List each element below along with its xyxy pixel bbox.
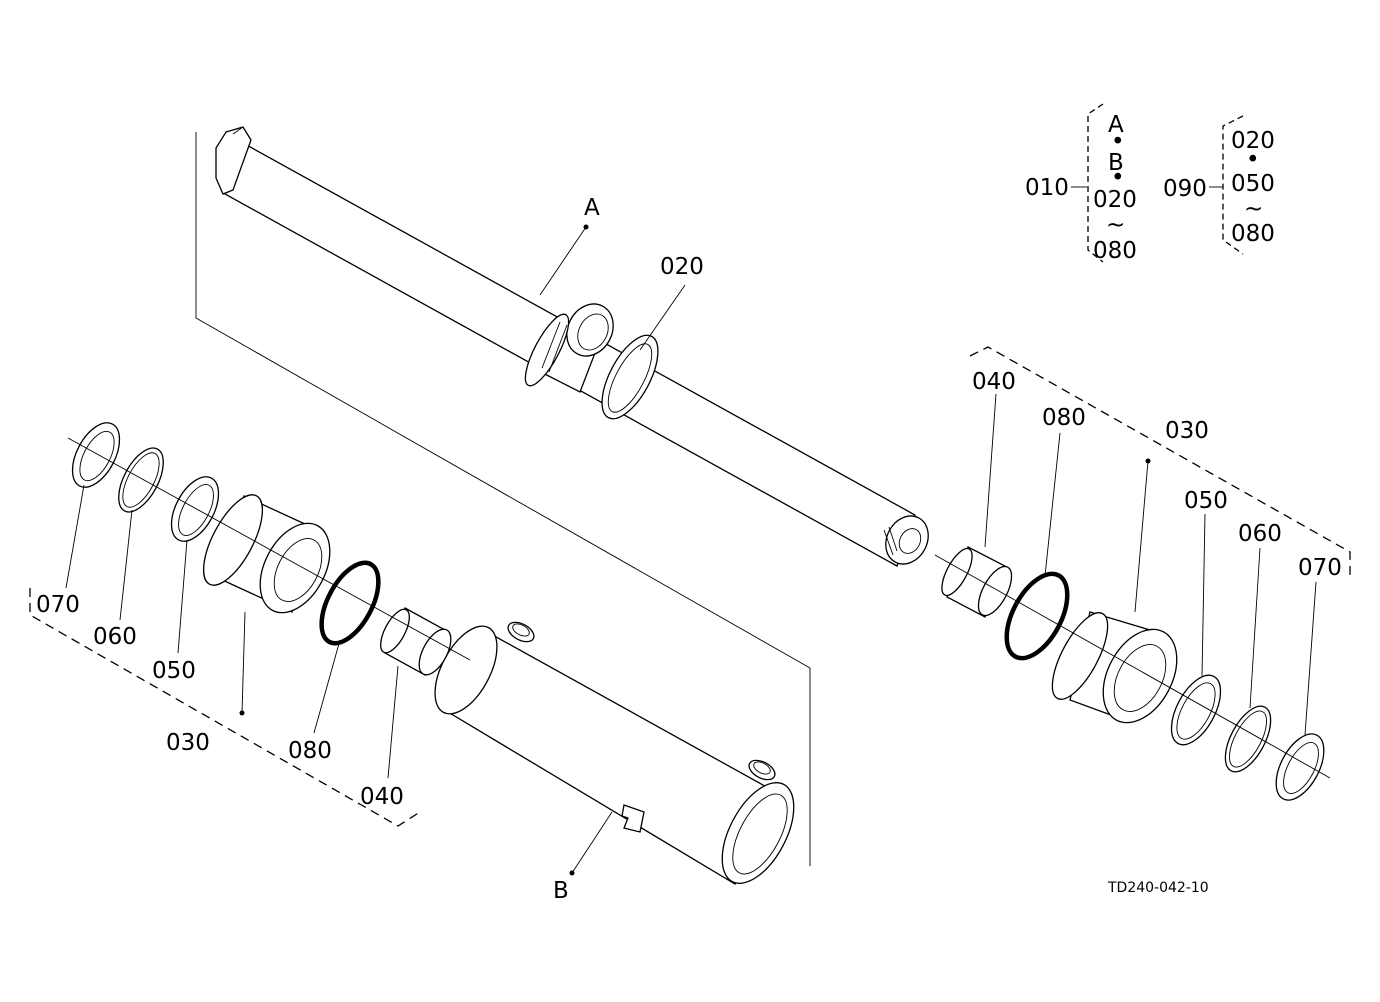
legend-010-item-a: A <box>1108 112 1124 138</box>
callout-left-oring: 080 <box>288 738 332 764</box>
callout-left-seal: 050 <box>152 658 196 684</box>
callout-right-oring: 080 <box>1042 405 1086 431</box>
callout-labels: A 020 B 070 060 050 030 080 040 040 080 … <box>36 195 1342 904</box>
legend-010-sep-1: • <box>1111 129 1125 155</box>
legend-090-sep-1: • <box>1246 147 1260 173</box>
callout-right-wiper: 070 <box>1298 555 1342 581</box>
piston-rod <box>215 126 929 567</box>
legend-group-010: 010 A • B • 020 ~ 080 <box>1025 103 1137 264</box>
group-brackets <box>29 346 1351 827</box>
legend-010-sep-3: ~ <box>1106 212 1125 238</box>
callout-right-ring: 060 <box>1238 521 1282 547</box>
legend-010-item-020: 020 <box>1093 187 1137 213</box>
legend-010-item-b: B <box>1108 150 1124 176</box>
legend-090-sep-2: ~ <box>1244 196 1263 222</box>
legend-010-sep-2: • <box>1111 165 1125 191</box>
cylinder-tube <box>434 621 795 885</box>
assembly-frame-lines <box>195 132 811 866</box>
callout-tube: B <box>553 878 569 904</box>
left-gland-parts <box>71 422 452 676</box>
legend-090-item-020: 020 <box>1231 128 1275 154</box>
callout-left-gland-group: 030 <box>166 730 210 756</box>
legend-010-ref: 010 <box>1025 175 1069 201</box>
callout-right-seal: 050 <box>1184 488 1228 514</box>
drawing-code: TD240-042-10 <box>1107 880 1209 896</box>
callout-left-bushing: 040 <box>360 784 404 810</box>
callout-rod-seal: 020 <box>660 254 704 280</box>
callout-left-ring: 060 <box>93 624 137 650</box>
callout-right-bushing: 040 <box>972 369 1016 395</box>
callout-rod: A <box>584 195 600 221</box>
callout-left-wiper: 070 <box>36 592 80 618</box>
legend-090-ref: 090 <box>1163 176 1207 202</box>
leader-lines <box>65 224 1317 876</box>
legend-group-090: 090 020 • 050 ~ 080 <box>1163 115 1275 255</box>
right-gland-parts <box>941 546 1325 801</box>
legend-090-item-080: 080 <box>1231 221 1275 247</box>
center-axis-lines <box>67 437 1331 779</box>
callout-right-gland-group: 030 <box>1165 418 1209 444</box>
legend-090-item-050: 050 <box>1231 171 1275 197</box>
legend-010-item-080: 080 <box>1093 238 1137 264</box>
